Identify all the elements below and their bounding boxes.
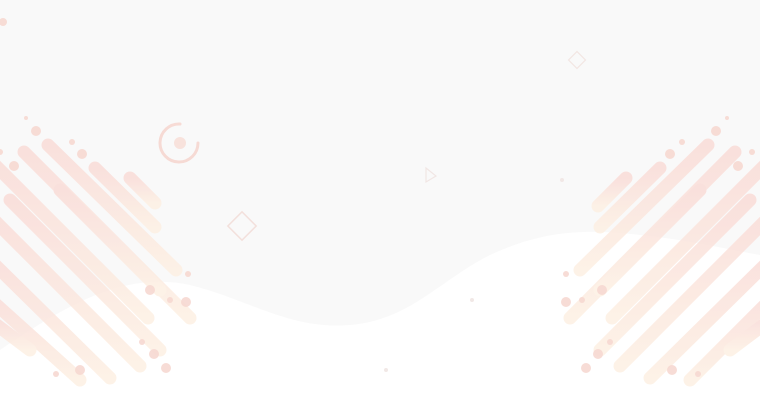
triangle-outline-icon (425, 166, 438, 184)
diagonal-stripes-left (0, 138, 197, 387)
wave-shape (0, 231, 760, 410)
specks (384, 178, 564, 372)
dots-right (561, 116, 755, 377)
diamond-outline-icon (226, 210, 258, 242)
dots-left (0, 18, 191, 377)
small-diamond-icon (567, 50, 587, 70)
ring-icon (158, 122, 200, 164)
